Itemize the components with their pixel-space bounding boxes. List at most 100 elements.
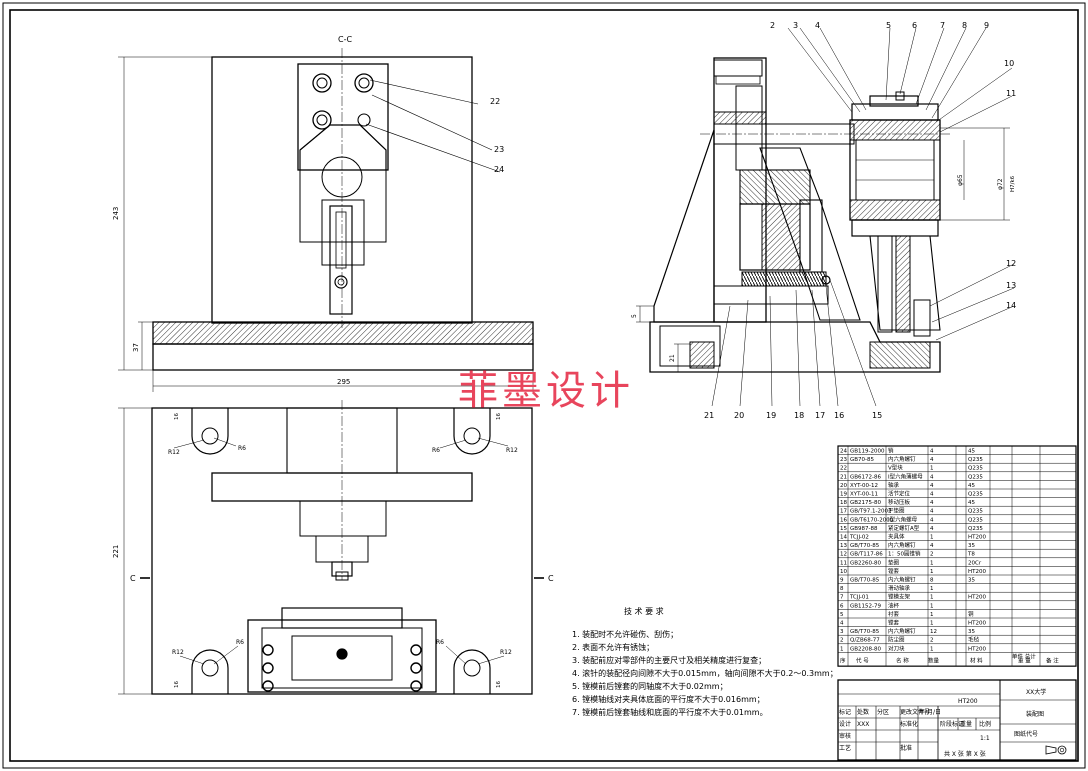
dim-slot-bl: 16 (174, 681, 180, 688)
label-24: 24 (494, 165, 504, 174)
dim-r12-tl: R12 (168, 449, 180, 456)
tb-weight: 重量 (960, 720, 972, 728)
label-3: 3 (793, 21, 798, 30)
bom-cell-name: 紧定螺钉A型 (888, 524, 920, 532)
label-11: 11 (1006, 89, 1016, 98)
bom-cell-mat: Q235 (968, 466, 983, 472)
label-17: 17 (815, 411, 825, 420)
dim-dia-1: φ65 (957, 174, 964, 186)
dim-side-base: 21 (669, 354, 676, 362)
bom-cell-mat: 35 (968, 578, 975, 584)
tech-req-1: 1. 装配时不允许碰伤、刮伤； (572, 629, 678, 639)
bom-cell-code: GB/T70-85 (850, 578, 880, 584)
tb-date: 年/月/日 (919, 708, 941, 716)
label-15: 15 (872, 411, 882, 420)
tb-std: 标准化 (900, 720, 918, 728)
tech-req-6: 6. 镗模轴线对夹具体底面的平行度不大于0.016mm； (572, 694, 765, 704)
tb-zone: 分区 (877, 708, 889, 716)
bom-cell-no: 1 (840, 646, 844, 652)
bom-cell-no: 12 (840, 552, 847, 558)
label-6: 6 (912, 21, 917, 30)
bom-cell-name: 内六角螺钉 (888, 541, 916, 549)
tb-review: 审核 (839, 732, 851, 740)
bom-cell-name: 销 (888, 447, 894, 455)
dim-r6-br: R6 (436, 639, 444, 646)
bom-cell-qty: 4 (930, 474, 934, 480)
bom-cell-qty: 1 (930, 569, 934, 575)
bom-cell-qty: 1 (930, 560, 934, 566)
tb-count: 处数 (857, 708, 869, 716)
bom-cell-no: 16 (840, 517, 847, 523)
plan-view (118, 400, 544, 695)
bom-cell-qty: 12 (930, 629, 937, 635)
tb-scale: 1:1 (980, 735, 990, 742)
dim-base-thickness: 37 (132, 343, 140, 352)
bom-cell-mat: 45 (968, 449, 975, 455)
bom-cell-name: 对刀块 (888, 644, 905, 652)
bom-cell-name: 活节定位 (888, 490, 911, 498)
bom-cell-mat: Q235 (968, 474, 983, 480)
bom-cell-qty: 4 (930, 517, 934, 523)
bom-cell-name: 镗套 (888, 619, 900, 627)
bom-header-no: 序 (840, 656, 846, 664)
tb-drawing-no-label: 图纸代号 (1014, 730, 1038, 738)
bom-cell-name: I型六角薄螺母 (888, 472, 923, 480)
dim-r6-tr: R6 (432, 447, 440, 454)
bom-cell-qty: 4 (930, 509, 934, 515)
dim-plan-depth: 221 (112, 545, 120, 558)
label-18: 18 (794, 411, 804, 420)
bom-cell-no: 7 (840, 595, 844, 601)
bom-cell-no: 23 (840, 457, 847, 463)
bom-cell-name: 夹具体 (888, 533, 905, 541)
bom-cell-no: 22 (840, 466, 847, 472)
label-12: 12 (1006, 259, 1016, 268)
bom-cell-qty: 8 (930, 578, 934, 584)
bom-header-name: 名 称 (896, 656, 909, 664)
bom-cell-no: 10 (840, 569, 847, 575)
label-19: 19 (766, 411, 776, 420)
bom-cell-code: TCJJ-01 (849, 595, 869, 601)
bom-cell-code: GB/T70-85 (850, 629, 880, 635)
bom-cell-mat: 35 (968, 629, 975, 635)
bom-cell-name: 内六角螺钉 (888, 576, 916, 584)
bom-cell-qty: 4 (930, 457, 934, 463)
bom-cell-no: 13 (840, 543, 847, 549)
bom-cell-qty: 1 (930, 466, 934, 472)
bom-cell-qty: 4 (930, 543, 934, 549)
dim-side-small: 5 (631, 314, 638, 318)
bom-cell-mat: HT200 (968, 595, 986, 601)
tb-mark: 标记 (839, 708, 851, 716)
watermark: 菲墨设计 (458, 368, 634, 414)
bom-header-unit_wt: 单件 总计 (1012, 652, 1036, 660)
label-7: 7 (940, 21, 945, 30)
tech-req-title: 技 术 要 求 (624, 606, 664, 616)
bom-cell-name: 1：50圆锥销 (888, 550, 921, 558)
label-10: 10 (1004, 59, 1014, 68)
label-4: 4 (815, 21, 820, 30)
label-20: 20 (734, 411, 744, 420)
bom-cell-no: 2 (840, 638, 844, 644)
bom-cell-mat: Q235 (968, 492, 983, 498)
bom-cell-no: 11 (840, 560, 847, 566)
bom-cell-no: 21 (840, 474, 847, 480)
bom-cell-no: 15 (840, 526, 847, 532)
bom-cell-code: GB/T6170-2000 (850, 517, 894, 523)
bom-cell-no: 20 (840, 483, 847, 489)
bom-cell-name: 滑动轴承 (888, 584, 911, 592)
section-mark-left: C (130, 574, 136, 583)
bom-cell-qty: 4 (930, 483, 934, 489)
section-label: C-C (338, 35, 352, 44)
tb-design: 设计 (839, 720, 851, 728)
tech-req-7: 7. 镗模前后镗套轴线和底面的平行度不大于0.01mm。 (572, 707, 768, 717)
bom-cell-qty: 2 (930, 638, 934, 644)
label-5: 5 (886, 21, 891, 30)
dim-dia-2-tol: H7/k6 (1010, 175, 1016, 192)
bom-cell-qty: 4 (930, 449, 934, 455)
label-9: 9 (984, 21, 989, 30)
bom-cell-name: 移动压板 (888, 498, 911, 506)
bom-header-mat: 材 料 (970, 656, 983, 664)
tb-process: 工艺 (839, 744, 851, 752)
